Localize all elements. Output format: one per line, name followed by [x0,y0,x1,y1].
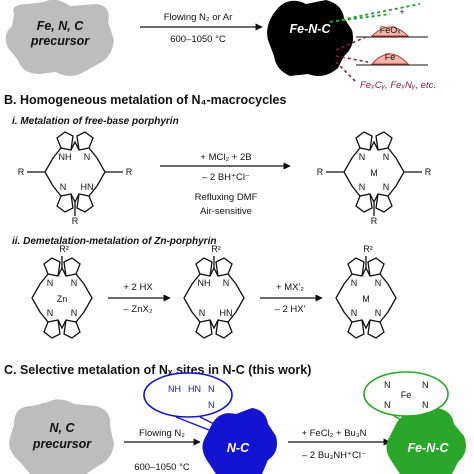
nx-site-hn: HN [188,384,201,394]
n-c-label: N-C [227,441,250,455]
feox-particle [370,26,410,37]
svg-text:M: M [362,294,370,304]
svg-text:N: N [71,308,78,318]
free-base-porphyrin-ii: NH N N HN R² [183,244,245,339]
fe-site-n4: N [422,400,429,410]
arrow-c-2-bottom-label: – 2 Bu₃NH⁺Cl⁻ [302,450,366,461]
svg-text:N: N [84,152,91,162]
arrow-c-2-top-label: + FeCl₂ + Bu₃N [301,428,366,439]
fe-n-c-blob-green [386,408,466,474]
nx-bubble-pointer-1 [199,416,223,429]
fe-site-n1: N [384,380,391,390]
nx-site-n1: N [208,384,215,394]
fe-n-c-precursor-blob [5,0,114,76]
fe-site-n2: N [422,380,429,390]
arrow-a-top-label: Flowing N₂ or Ar [164,12,233,23]
section-a: Fe, N, C precursor Flowing N₂ or Ar 600–… [5,0,436,91]
section-b-sub-i: i. Metalation of free-base porphyrin [12,116,179,127]
fe-bubble-pointer-2 [393,415,421,431]
fe-n-c-label-a: Fe-N-C [290,22,332,36]
reagents-i-mid: – 2 BH⁺Cl⁻ [202,172,250,183]
svg-text:M: M [370,168,378,178]
nx-bubble-pointer-2 [175,416,215,433]
zn-porphyrin: N N N N Zn R² [31,244,93,339]
metalloporphyrin-ii: N N N N M R² [335,244,397,339]
metalloporphyrin-i: N N N N M R R R [317,131,432,226]
svg-text:N: N [359,152,366,162]
reagents-ii-1-top: + 2 HX [123,282,153,293]
svg-text:R²: R² [363,244,373,254]
nx-site-n2: N [208,400,215,410]
svg-text:N: N [60,182,67,192]
fe-site-fe: Fe [401,390,412,400]
svg-text:N: N [375,278,382,288]
precursor-label-c-line1: N, C [50,421,76,435]
svg-text:R: R [18,167,25,177]
reagents-ii-1-bot: – ZnX₂ [123,304,152,315]
svg-text:R²: R² [59,244,69,254]
section-b-title: B. Homogeneous metalation of N₄-macrocyc… [4,93,286,107]
free-base-porphyrin: NH N N HN R R R [18,131,133,226]
fe-n-c-product-blob [267,0,353,76]
precursor-label-a-line1: Fe, N, C [37,19,85,33]
n-c-blob [202,408,277,474]
svg-text:N: N [383,152,390,162]
svg-text:R: R [425,167,432,177]
svg-text:N: N [71,278,78,288]
dotted-line-green-2 [329,13,391,23]
svg-text:N: N [359,182,366,192]
feox-label: FeOₓ [380,25,401,35]
svg-text:NH: NH [59,152,72,162]
dotted-line-red-3 [335,61,357,83]
precursor-label-c-line2: precursor [32,437,92,451]
reagents-i-bot2: Air-sensitive [200,206,252,217]
n-c-precursor-blob [9,399,114,474]
precursor-label-a-line2: precursor [30,34,90,48]
nx-site-nh: NH [168,384,181,394]
svg-text:R: R [371,216,378,226]
svg-text:N: N [199,308,206,318]
fe-site-n3: N [384,400,391,410]
svg-text:R: R [317,167,324,177]
nx-sites-bubble [143,372,233,418]
fe-n-c-label-c: Fe-N-C [408,441,450,455]
svg-text:HN: HN [81,182,94,192]
reagents-i-top: + MCl₂ + 2B [200,152,251,163]
svg-text:NH: NH [198,278,211,288]
section-c-title: C. Selective metalation of Nₓ sites in N… [4,363,311,377]
svg-text:R: R [72,216,79,226]
svg-text:N: N [47,308,54,318]
svg-text:N: N [375,308,382,318]
section-c: C. Selective metalation of Nₓ sites in N… [4,363,466,474]
svg-text:HN: HN [220,308,233,318]
byproducts-label: FeₓCᵧ, FeₓNᵧ, etc. [360,80,436,91]
fe-bubble-pointer-1 [417,415,431,427]
arrow-c-1-top-label: Flowing N₂ [139,428,185,439]
fe-n4-bubble [363,371,449,417]
section-b: B. Homogeneous metalation of N₄-macrocyc… [4,93,432,339]
reagents-i-bot1: Refluxing DMF [195,192,258,203]
plus-sign-a: + [399,7,404,17]
reagents-ii-2-top: + MX'₂ [276,282,304,293]
svg-text:R: R [126,167,133,177]
svg-text:N: N [383,182,390,192]
arrow-a-bottom-label: 600–1050 °C [170,34,226,45]
svg-text:R²: R² [211,244,221,254]
fe-particle-label: Fe [385,52,396,62]
fe-particle [370,53,410,65]
section-b-sub-ii: ii. Demetalation-metalation of Zn-porphy… [12,236,216,247]
arrow-c-1-bottom-label: 600–1050 °C [134,462,190,473]
svg-text:N: N [47,278,54,288]
svg-text:N: N [223,278,230,288]
svg-text:Zn: Zn [57,294,68,304]
reagents-ii-2-bot: – 2 HX' [275,304,306,315]
svg-text:N: N [351,308,358,318]
svg-text:N: N [351,278,358,288]
